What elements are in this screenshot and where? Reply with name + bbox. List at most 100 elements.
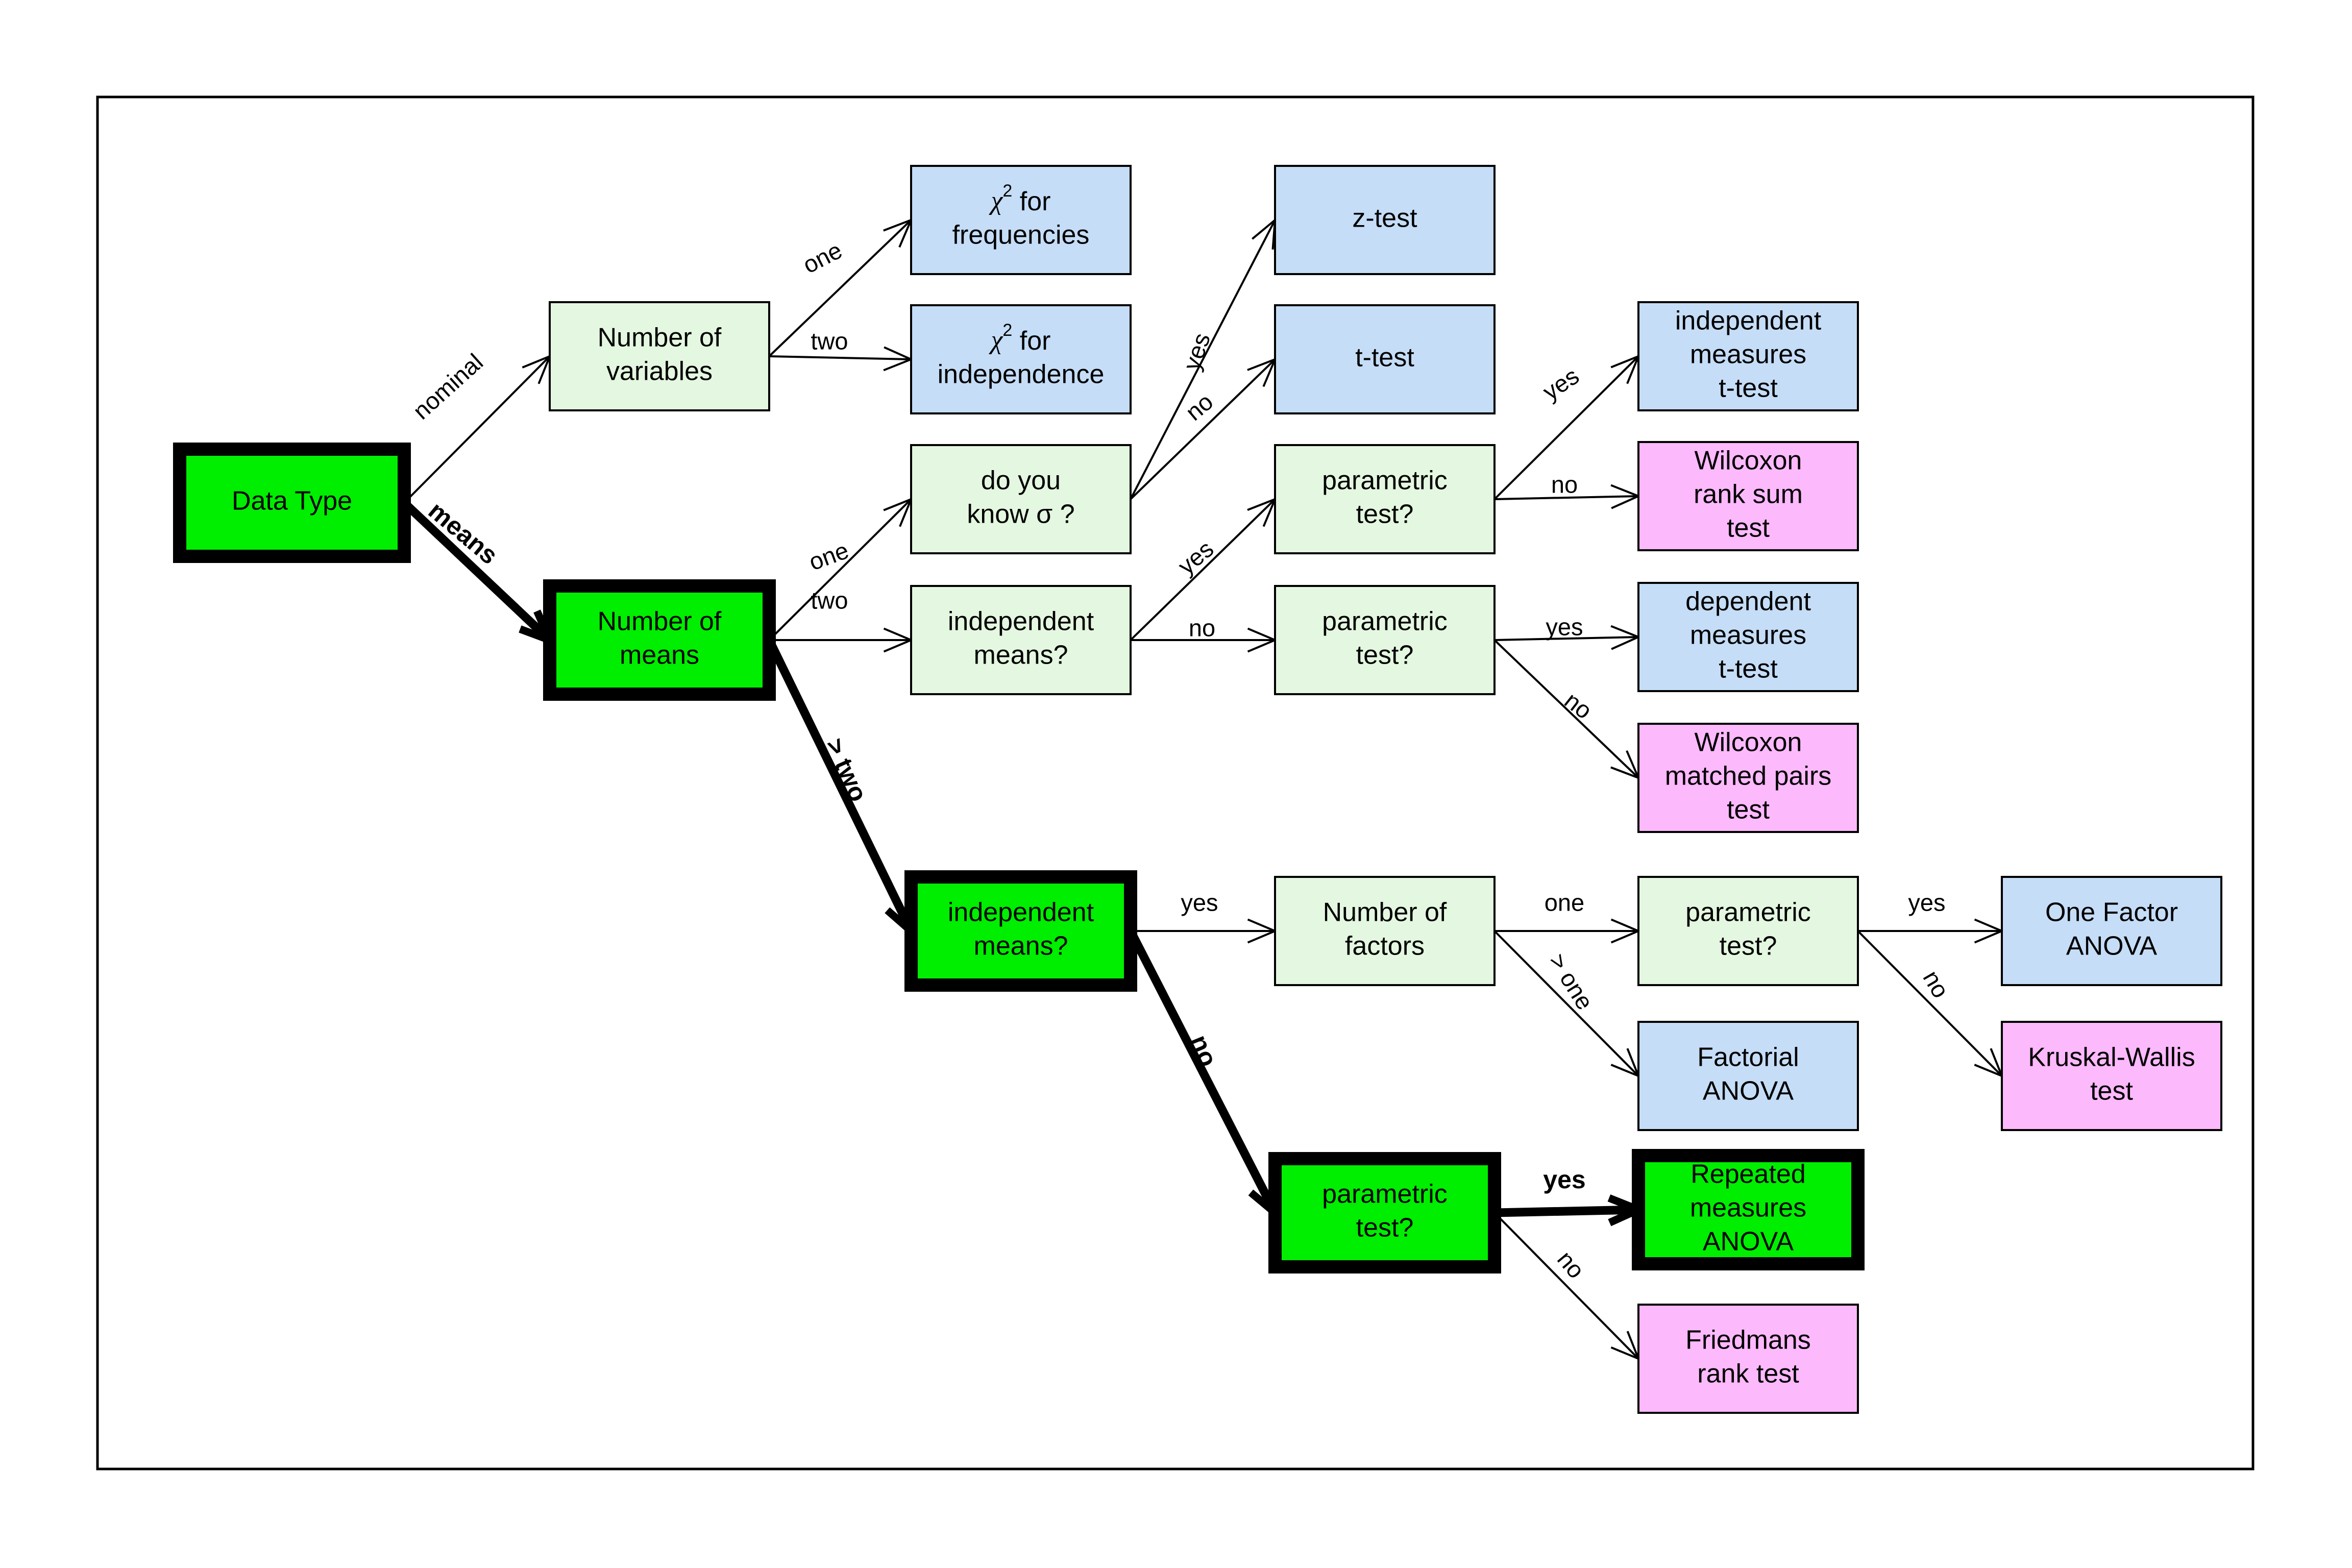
node-box[interactable] [1637,441,1859,551]
node-box[interactable] [1632,1149,1865,1270]
node-label-line: ANOVA [2066,932,2158,961]
edge-label-variables-to-chi-frequencies: one [798,236,846,279]
node-box[interactable] [173,443,411,563]
node-box[interactable] [543,579,776,701]
node-label-line: measures [1690,340,1806,370]
node-label-line: Kruskal-Wallis [2028,1043,2195,1072]
node-box[interactable] [1637,876,1859,986]
edge-label-param-rep-to-repeated-anova: yes [1543,1165,1585,1194]
node-data-type[interactable]: Data Type [173,443,411,563]
node-label-line: One Factor [2045,898,2178,927]
node-label-line: test [2090,1076,2133,1106]
node-box[interactable] [1274,585,1496,695]
edge-line [769,355,912,360]
node-box[interactable] [1268,1152,1501,1273]
node-box[interactable] [910,444,1132,554]
edge-factors-to-param-anova [1494,918,1641,944]
edge-line [403,355,551,504]
edge-line [1493,930,1639,1077]
node-label-line: means [620,641,699,670]
edge-label-param-one-to-wilcoxon-rank-sum: no [1551,471,1578,498]
node-label-line: independence [938,360,1105,389]
edge-label-variables-to-chi-independence: two [811,327,848,354]
node-chi-sq-independence[interactable]: χ2 for independence [910,304,1132,414]
node-label-line: test? [1356,500,1414,529]
node-box[interactable] [1637,301,1859,411]
node-box[interactable] [1274,304,1496,414]
node-box[interactable] [910,304,1132,414]
node-label-line: dependent [1685,587,1811,617]
node-z-test[interactable]: z-test [1274,165,1496,275]
node-box[interactable] [1637,1304,1859,1414]
node-label-line: Number of [598,607,722,636]
node-box[interactable] [2001,1021,2222,1131]
node-number-of-means[interactable]: Number of means [543,579,776,701]
node-label-line: means? [974,641,1068,670]
node-label-line: frequencies [952,220,1090,250]
page-frame [96,95,2255,1471]
node-box[interactable] [2001,876,2222,986]
node-label-line: t-test [1719,374,1778,403]
node-label-line: Number of [1323,898,1447,927]
edge-line [768,219,912,357]
node-box[interactable] [904,870,1137,992]
edge-label-ind-means-many-to-factors: yes [1181,889,1218,916]
edge-label-data-type-to-variables: nominal [407,348,488,425]
edge-label-param-two-to-dependent-t: yes [1546,613,1583,640]
node-label-line: test [1727,795,1770,825]
node-box[interactable] [910,585,1132,695]
edge-label-sigma-to-z-test: yes [1178,329,1215,373]
edge-label-param-two-to-wilcoxon-matched: no [1560,687,1598,724]
node-box[interactable] [1637,723,1859,833]
node-box[interactable] [1637,1021,1859,1131]
node-label-line: measures [1690,1193,1806,1223]
node-box[interactable] [1637,582,1859,692]
node-box[interactable] [910,165,1132,275]
node-kruskal-wallis[interactable]: Kruskal-Wallis test [2001,1021,2222,1131]
node-t-test[interactable]: t-test [1274,304,1496,414]
edge-ind-means-many-to-factors [1131,918,1278,944]
edge-line [1126,929,1279,1215]
node-label-line: χ2 for [989,321,1051,356]
node-box[interactable] [1274,444,1496,554]
node-box[interactable] [1274,876,1496,986]
node-label-line: Wilcoxon [1695,728,1802,757]
node-label-line: Friedmans [1685,1326,1811,1355]
node-independent-means-two[interactable]: independent means? [910,585,1132,695]
edge-line [1857,930,2003,1077]
edge-param-anova-to-kruskal-wallis [1857,930,2004,1078]
edge-label-means-to-independent-means: two [811,586,848,614]
edge-label-factors-to-param-anova: one [1545,889,1584,916]
node-label-line: rank sum [1694,480,1803,509]
node-label-line: parametric [1322,1180,1448,1209]
edge-line [1493,355,1639,500]
node-label-line: Wilcoxon [1695,446,1802,476]
node-box[interactable] [1274,165,1496,275]
node-label-line: t-test [1719,654,1778,684]
node-label-line: variables [606,357,713,386]
node-label-line: independent [948,607,1094,636]
edge-param-rep-to-repeated-anova [1494,1194,1649,1227]
node-label-line: ANOVA [1703,1076,1794,1106]
node-box[interactable] [549,301,770,411]
